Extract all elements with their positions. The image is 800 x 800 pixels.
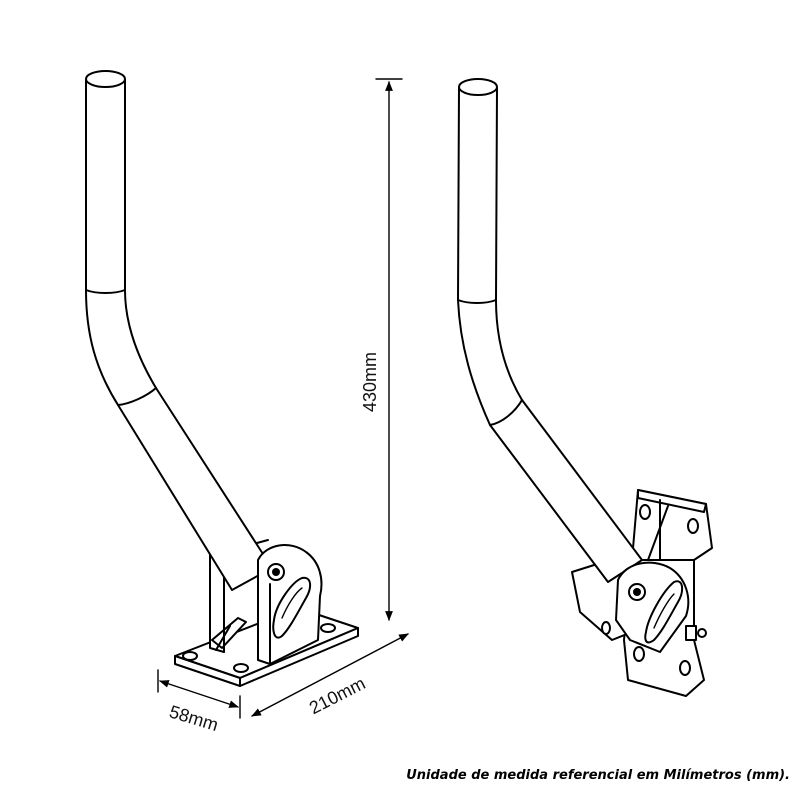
measurement-caption: Unidade de medida referencial em Milímet… <box>406 768 790 783</box>
length-label: 210mm <box>306 673 369 718</box>
right-bracket <box>457 78 713 697</box>
left-bracket <box>85 70 359 687</box>
right-pivot-plate <box>615 561 690 653</box>
right-tube <box>457 78 643 583</box>
left-tube <box>85 70 273 591</box>
width-label: 58mm <box>167 701 221 735</box>
right-bolt <box>685 625 707 641</box>
height-label: 430mm <box>360 352 380 412</box>
height-dimension: 430mm <box>360 78 403 621</box>
